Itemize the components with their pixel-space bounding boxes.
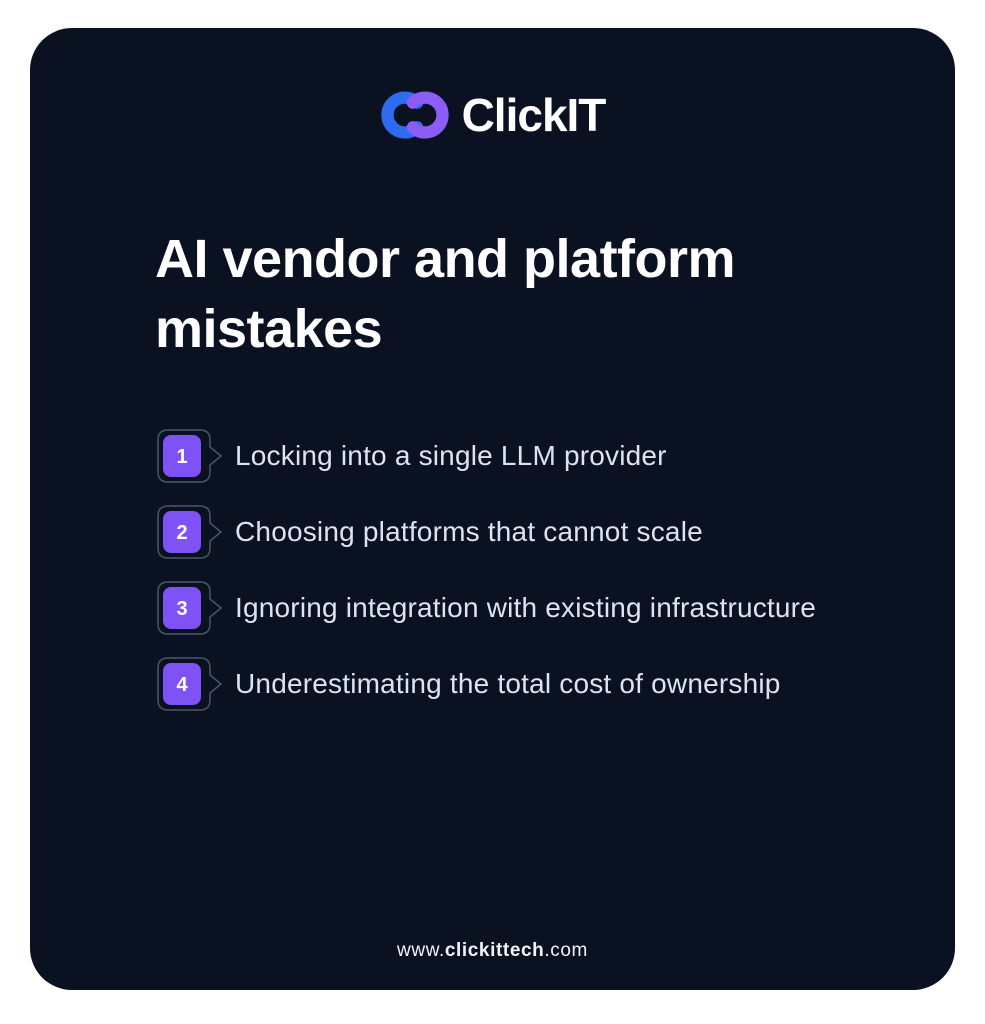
mistakes-list: 1 Locking into a single LLM provider 2 C… [155,428,816,732]
url-prefix: www. [397,940,445,961]
badge-number: 1 [176,446,187,468]
numbered-badge-icon: 1 [157,429,223,483]
website-url: www.clickittech.com [30,940,955,962]
list-item-text: Underestimating the total cost of owners… [235,668,781,699]
list-item-text: Choosing platforms that cannot scale [235,516,703,547]
list-item: 4 Underestimating the total cost of owne… [155,656,816,712]
list-item: 3 Ignoring integration with existing inf… [155,580,816,636]
infographic-card: ClickIT AI vendor and platform mistakes … [30,28,955,990]
list-item-text: Locking into a single LLM provider [235,440,667,471]
badge-number: 3 [176,598,187,620]
list-item: 1 Locking into a single LLM provider [155,428,816,484]
numbered-badge-icon: 4 [157,657,223,711]
brand-logo: ClickIT [30,86,955,144]
clickit-chain-link-icon [380,91,449,139]
list-item: 2 Choosing platforms that cannot scale [155,504,816,560]
badge-number: 2 [176,522,187,544]
url-domain: clickittech [444,940,545,961]
numbered-badge-icon: 3 [157,581,223,635]
page-title: AI vendor and platform mistakes [155,229,736,360]
numbered-badge-icon: 2 [157,505,223,559]
url-suffix: .com [544,940,588,961]
brand-name: ClickIT [461,89,607,141]
badge-number: 4 [176,674,188,696]
list-item-text: Ignoring integration with existing infra… [235,592,816,623]
